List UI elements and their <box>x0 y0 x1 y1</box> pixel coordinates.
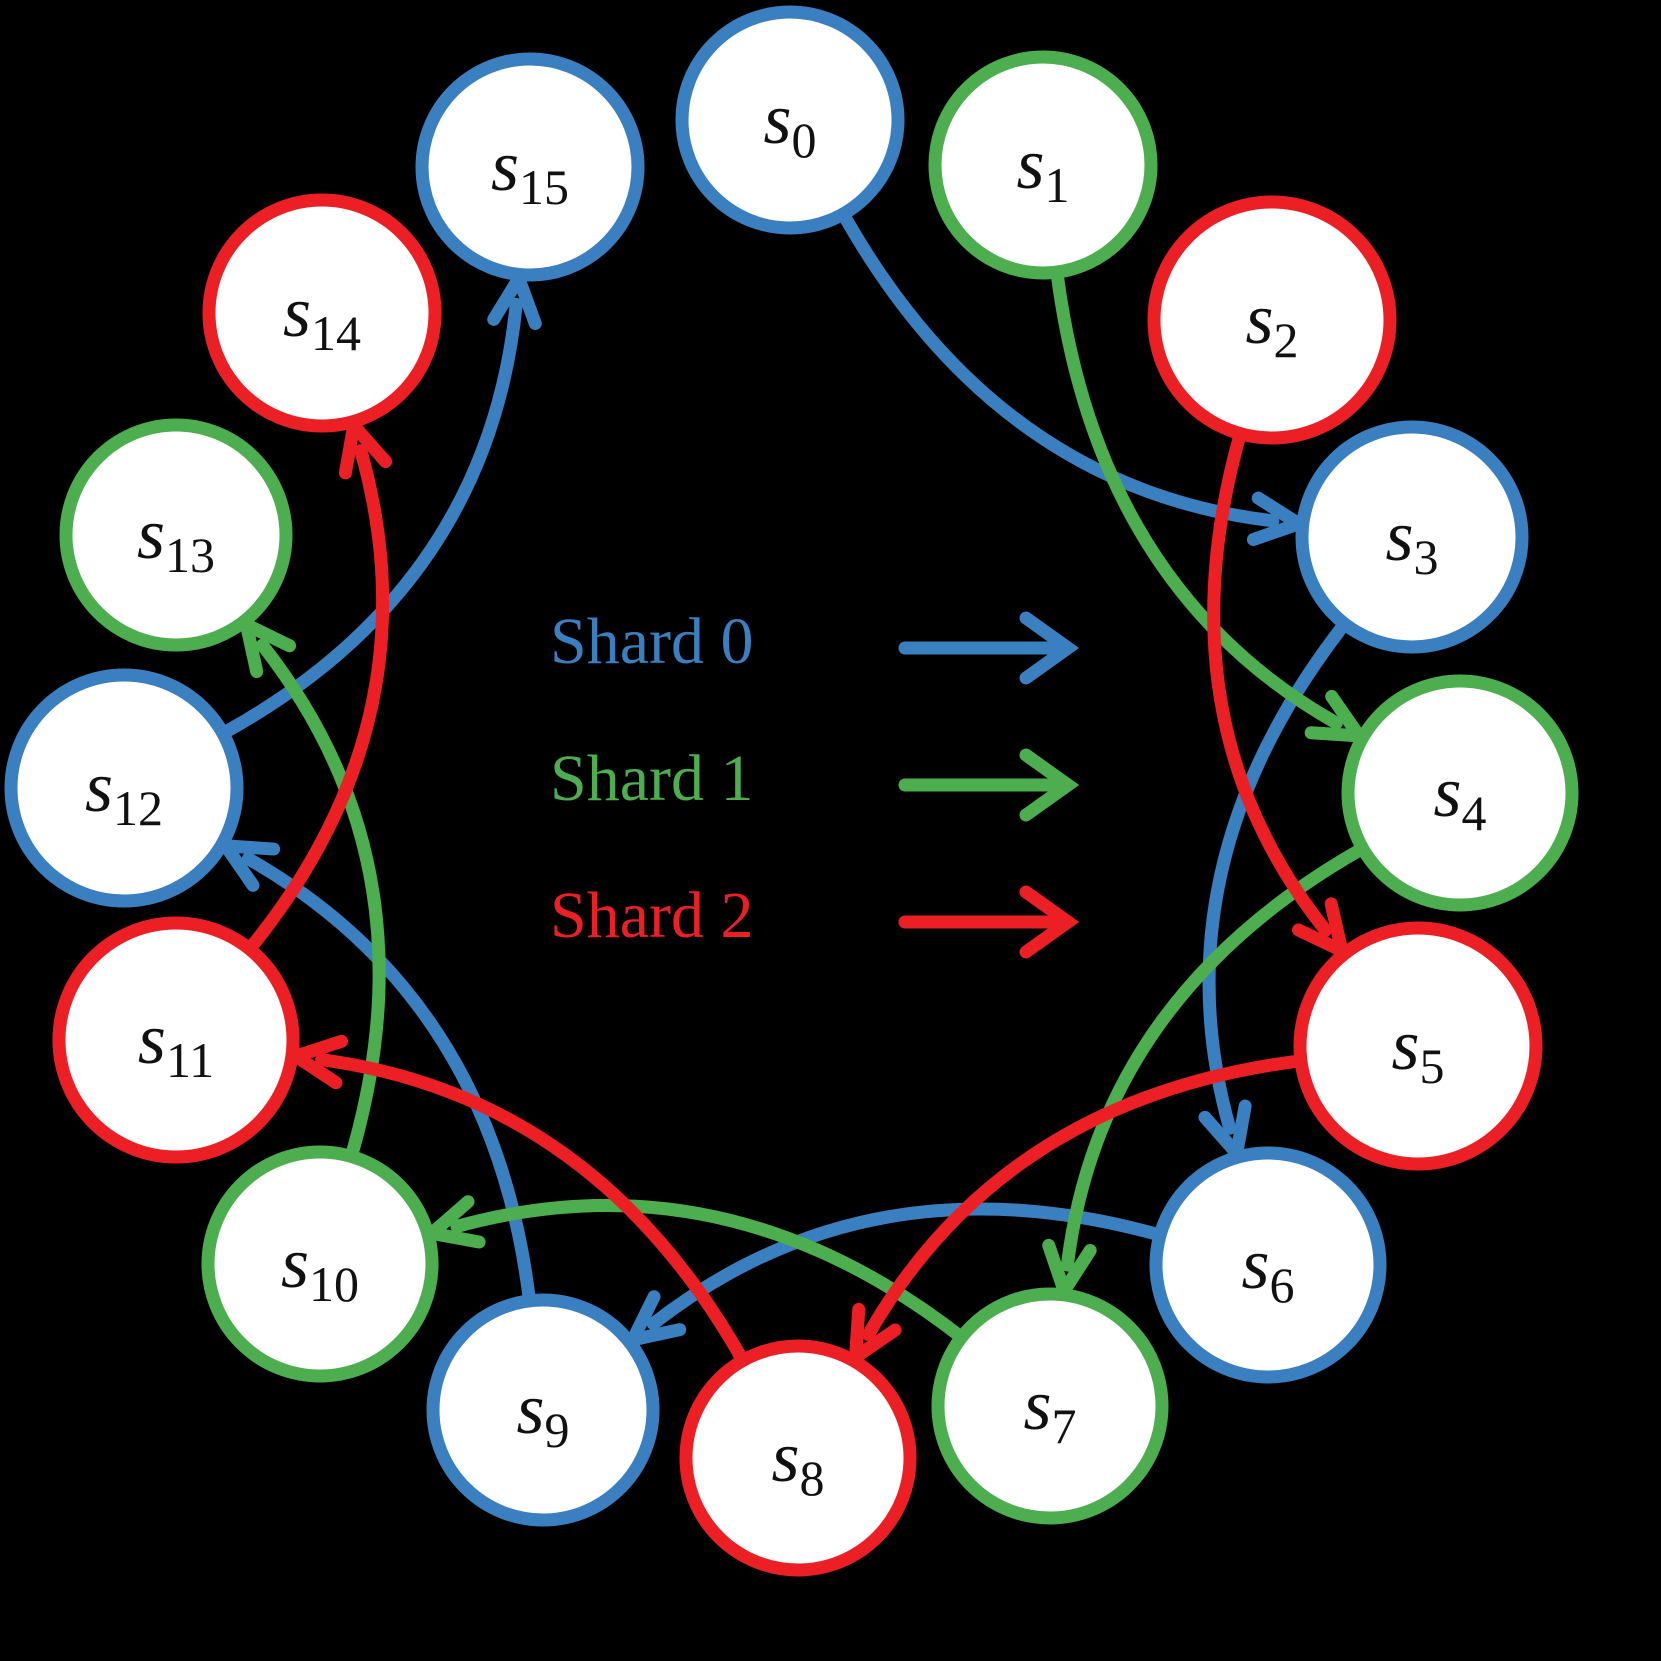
node-circle-s13[interactable] <box>59 418 293 652</box>
node-s14[interactable]: s14 <box>202 193 442 433</box>
node-s6[interactable]: s6 <box>1149 1146 1387 1384</box>
edge-s10-to-s13 <box>255 638 386 1162</box>
legend: Shard 0 Shard 1 Shard 2 <box>550 605 1080 959</box>
node-circle-s6[interactable] <box>1149 1146 1387 1384</box>
node-s3[interactable]: s3 <box>1295 420 1529 654</box>
edge-s8-to-s11 <box>315 1053 749 1366</box>
node-label-s13: s13 <box>137 494 215 584</box>
node-label-s8: s8 <box>771 1417 824 1507</box>
node-label-s1: s1 <box>1016 124 1069 214</box>
node-label-s4: s4 <box>1433 752 1486 842</box>
node-s12[interactable]: s12 <box>4 668 244 908</box>
node-circle-s4[interactable] <box>1341 674 1579 912</box>
node-label-s0: s0 <box>763 79 816 169</box>
node-circle-s12[interactable] <box>4 668 244 908</box>
node-s0[interactable]: s0 <box>675 5 905 235</box>
node-label-s10: s10 <box>281 1223 359 1313</box>
node-label-s6: s6 <box>1241 1224 1294 1314</box>
edge-s1-to-s4 <box>1050 267 1343 730</box>
node-circle-s1[interactable] <box>928 50 1158 280</box>
node-label-s15: s15 <box>491 126 569 216</box>
node-label-s5: s5 <box>1391 1005 1444 1095</box>
node-s8[interactable]: s8 <box>679 1339 917 1577</box>
node-layer: s0 s1 s2 s3 s4 s5 s6 s7 s8 s9 s10 s11 s12 s13 s14 s15 <box>4 5 1579 1577</box>
node-s4[interactable]: s4 <box>1341 674 1579 912</box>
node-circle-s3[interactable] <box>1295 420 1529 654</box>
node-s10[interactable]: s10 <box>201 1145 439 1383</box>
edge-s5-to-s8 <box>861 1054 1306 1342</box>
node-label-s2: s2 <box>1245 279 1298 369</box>
node-circle-s2[interactable] <box>1147 195 1397 445</box>
edge-layer <box>218 209 1368 1366</box>
node-circle-s9[interactable] <box>426 1293 660 1527</box>
node-s5[interactable]: s5 <box>1293 921 1543 1171</box>
legend-arrowhead-shard-0 <box>1019 611 1080 685</box>
node-label-s9: s9 <box>516 1369 569 1459</box>
node-circle-s10[interactable] <box>201 1145 439 1383</box>
node-circle-s14[interactable] <box>202 193 442 433</box>
node-label-s11: s11 <box>138 999 214 1089</box>
node-circle-s7[interactable] <box>931 1287 1169 1525</box>
node-s11[interactable]: s11 <box>52 916 300 1164</box>
node-s1[interactable]: s1 <box>928 50 1158 280</box>
node-circle-s11[interactable] <box>52 916 300 1164</box>
node-s2[interactable]: s2 <box>1147 195 1397 445</box>
node-label-s12: s12 <box>85 747 163 837</box>
node-s9[interactable]: s9 <box>426 1293 660 1527</box>
legend-arrowhead-shard-2 <box>1019 885 1080 959</box>
legend-item-shard-0: Shard 0 <box>550 605 1080 685</box>
node-label-s7: s7 <box>1023 1365 1076 1455</box>
edge-s2-to-s5 <box>1207 429 1333 937</box>
node-circle-s5[interactable] <box>1293 921 1543 1171</box>
node-label-s14: s14 <box>283 272 361 362</box>
edge-s0-to-s3 <box>837 209 1280 528</box>
legend-item-shard-2: Shard 2 <box>550 879 1080 959</box>
node-circle-s0[interactable] <box>675 5 905 235</box>
legend-arrowhead-shard-1 <box>1019 748 1080 822</box>
edge-s11-to-s14 <box>244 444 390 955</box>
node-s15[interactable]: s15 <box>415 52 645 282</box>
node-s13[interactable]: s13 <box>59 418 293 652</box>
legend-label-shard-0: Shard 0 <box>550 605 753 678</box>
node-label-s3: s3 <box>1385 496 1438 586</box>
legend-label-shard-2: Shard 2 <box>550 879 753 952</box>
legend-item-shard-1: Shard 1 <box>550 742 1080 822</box>
legend-label-shard-1: Shard 1 <box>550 742 753 815</box>
node-circle-s15[interactable] <box>415 52 645 282</box>
node-s7[interactable]: s7 <box>931 1287 1169 1525</box>
node-circle-s8[interactable] <box>679 1339 917 1577</box>
